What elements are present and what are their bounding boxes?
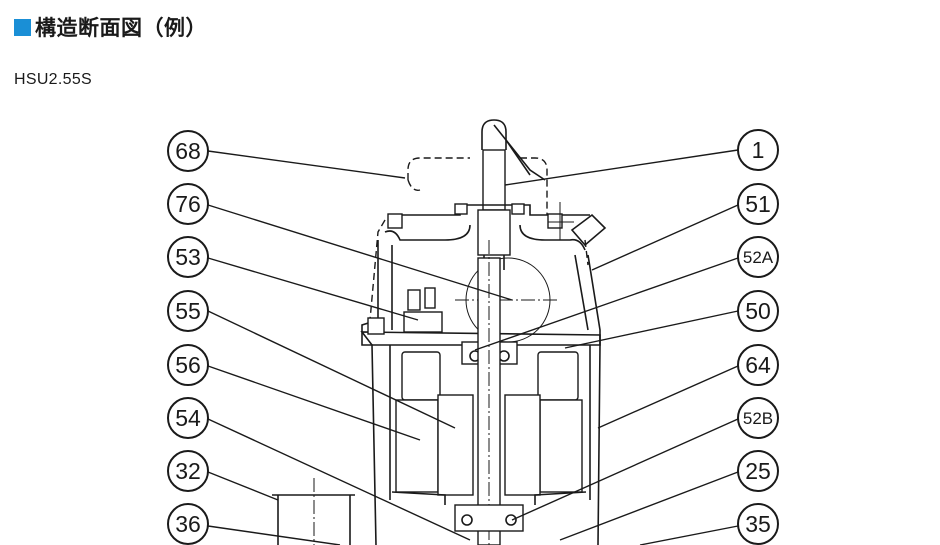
callout-51: 51 (737, 183, 779, 225)
callout-64: 64 (737, 344, 779, 386)
svg-text:51: 51 (745, 191, 771, 217)
svg-text:32: 32 (175, 458, 201, 484)
pump-drawing (272, 119, 607, 545)
svg-text:52A: 52A (743, 248, 774, 267)
svg-text:53: 53 (175, 244, 201, 270)
svg-text:1: 1 (752, 137, 765, 163)
callout-36: 36 (167, 503, 209, 545)
model-number: HSU2.55S (14, 71, 92, 88)
svg-text:54: 54 (175, 405, 201, 431)
callout-1: 1 (737, 129, 779, 171)
callout-68: 68 (167, 130, 209, 172)
svg-text:56: 56 (175, 352, 201, 378)
svg-text:36: 36 (175, 511, 201, 537)
svg-text:76: 76 (175, 191, 201, 217)
svg-text:64: 64 (745, 352, 771, 378)
callout-25: 25 (737, 450, 779, 492)
svg-text:52B: 52B (743, 409, 773, 428)
callouts-right: 1 51 52A 50 64 52B 25 35 (737, 129, 779, 545)
heading-square-icon (14, 18, 31, 36)
callouts-left: 68 76 53 55 56 54 32 36 (167, 130, 209, 545)
callout-35: 35 (737, 503, 779, 545)
leader-lines (207, 149, 739, 545)
svg-text:35: 35 (745, 511, 771, 537)
callout-56: 56 (167, 344, 209, 386)
callout-76: 76 (167, 183, 209, 225)
heading-title: 構造断面図（例） (35, 16, 207, 40)
callout-53: 53 (167, 236, 209, 278)
svg-text:25: 25 (745, 458, 771, 484)
callout-52b: 52B (737, 397, 779, 439)
callout-32: 32 (167, 450, 209, 492)
callout-55: 55 (167, 290, 209, 332)
callout-50: 50 (737, 290, 779, 332)
callout-54: 54 (167, 397, 209, 439)
section-heading: 構造断面図（例） (14, 12, 207, 42)
svg-text:55: 55 (175, 298, 201, 324)
svg-text:50: 50 (745, 298, 771, 324)
svg-text:68: 68 (175, 138, 201, 164)
callout-52a: 52A (737, 236, 779, 278)
